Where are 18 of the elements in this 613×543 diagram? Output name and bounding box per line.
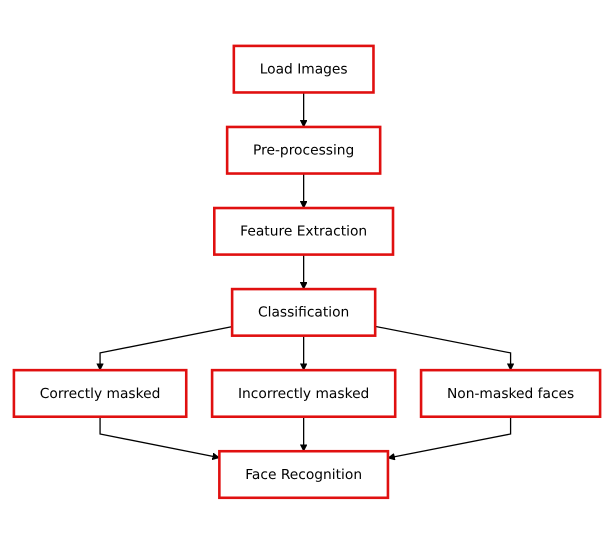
node-box bbox=[232, 44, 374, 94]
node-box bbox=[218, 450, 389, 499]
arrow bbox=[299, 416, 307, 452]
node-box bbox=[419, 368, 601, 418]
arrow bbox=[387, 416, 511, 460]
arrow bbox=[299, 335, 307, 370]
node-box bbox=[12, 368, 188, 418]
arrow bbox=[374, 325, 514, 370]
node-box bbox=[212, 206, 394, 256]
arrow bbox=[299, 92, 307, 127]
arrow bbox=[299, 254, 307, 290]
node-box bbox=[225, 125, 381, 174]
arrow bbox=[299, 173, 307, 208]
arrow bbox=[96, 326, 232, 370]
arrow bbox=[98, 416, 220, 460]
flowchart-drawing: Load Images Pre-processing Feature Extraction Classification Correctly masked Incorrectly masked Non-masked faces Face Recognition bbox=[6, 38, 606, 504]
node-box bbox=[230, 287, 376, 337]
node-box bbox=[210, 368, 396, 418]
